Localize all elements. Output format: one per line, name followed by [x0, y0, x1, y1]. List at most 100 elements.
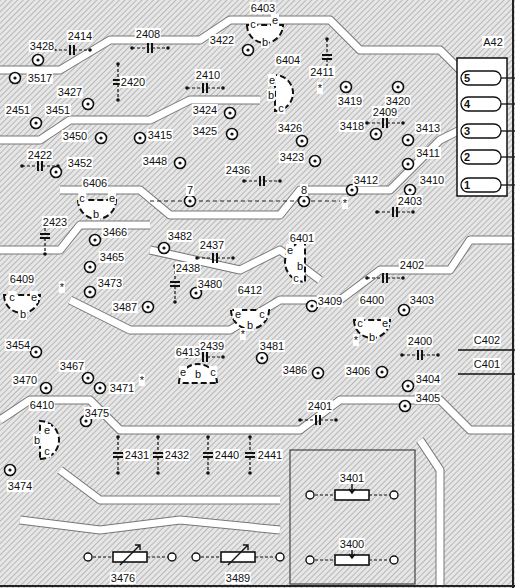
pin-letter: b [92, 208, 100, 220]
pin-letter: e [179, 366, 187, 378]
trace [0, 20, 460, 70]
pin-number: 1 [463, 179, 471, 191]
solder-pad [83, 99, 94, 110]
callout-number: 2409 [372, 106, 398, 118]
callout-number: 3487 [112, 301, 138, 313]
solder-pad [143, 302, 154, 313]
pin-letter: e [271, 14, 279, 26]
callout-number: 2438 [175, 262, 201, 274]
signal-name: C402 [473, 334, 501, 346]
callout-number: 3425 [192, 125, 218, 137]
polarity-mark: * [342, 197, 348, 209]
transistor-outline [40, 421, 59, 459]
capacitor-symbol [113, 435, 123, 475]
solder-pad [85, 262, 96, 273]
pin-letter: c [43, 445, 51, 457]
callout-number: 3410 [419, 174, 445, 186]
capacitor-symbol [130, 43, 170, 53]
callout-number: 3470 [12, 374, 38, 386]
callout-number: 2414 [67, 30, 93, 42]
trace [0, 225, 150, 250]
solder-pad [313, 368, 324, 379]
callout-number: 3404 [415, 373, 441, 385]
pin-letter: e [43, 424, 51, 436]
solder-pad [10, 73, 21, 84]
pin-letter: c [292, 272, 300, 284]
trace-outline [0, 225, 150, 250]
solder-pad [96, 133, 107, 144]
callout-number: 3415 [147, 129, 173, 141]
trace-outline [0, 100, 260, 140]
callout-number: 3426 [277, 122, 303, 134]
callout-number: 6412 [237, 284, 263, 296]
callout-number: 2410 [195, 69, 221, 81]
callout-number: 2451 [5, 104, 31, 116]
capacitor-symbol [400, 350, 440, 360]
trace [60, 470, 280, 500]
pin-number: 2 [463, 151, 471, 163]
callout-number: 3448 [142, 155, 168, 167]
solder-pad [405, 185, 416, 196]
trace-outline [60, 470, 280, 500]
solder-pad [297, 136, 308, 147]
potentiometer-symbol [84, 545, 176, 565]
potentiometer-symbol [306, 482, 398, 500]
callout-number: 2436 [225, 164, 251, 176]
capacitor-symbol [375, 207, 415, 217]
callout-number: 6400 [359, 294, 385, 306]
capacitor-symbol [52, 45, 92, 55]
callout-number: 3486 [282, 364, 308, 376]
trace [420, 440, 440, 586]
trace [20, 520, 280, 530]
callout-number: 2441 [257, 449, 283, 461]
callout-number: 3413 [415, 122, 441, 134]
solder-pad [347, 185, 358, 196]
solder-pad [175, 158, 186, 169]
pin-letter: c [78, 192, 86, 204]
solder-pad [225, 108, 236, 119]
pin-letter: c [258, 308, 266, 320]
signal-name: C401 [473, 358, 501, 370]
board-edge [512, 0, 514, 588]
callout-number: 2440 [214, 449, 240, 461]
connector-name: A42 [482, 36, 504, 48]
connector-pin [461, 71, 501, 85]
callout-number: 6403 [250, 2, 276, 14]
callout-number: 3409 [317, 295, 343, 307]
callout-number: 2411 [309, 66, 335, 78]
pin-letter: c [277, 102, 285, 114]
pin-letter: e [108, 192, 116, 204]
solder-pad [95, 383, 106, 394]
solder-pad [257, 353, 268, 364]
callout-number: 3475 [84, 407, 110, 419]
pin-letter: c [356, 317, 364, 329]
connector-pin [461, 150, 501, 164]
callout-number: 3451 [45, 104, 71, 116]
solder-pad [399, 305, 410, 316]
callout-number: 3412 [353, 174, 379, 186]
capacitor-symbol [298, 415, 338, 425]
pin-letter: c [8, 291, 16, 303]
pin-letter: e [234, 308, 242, 320]
capacitor-symbol [153, 435, 163, 475]
solder-pad [51, 167, 62, 178]
solder-pad [403, 381, 414, 392]
callout-number: 2432 [164, 449, 190, 461]
callout-number: 6410 [29, 399, 55, 411]
signal-lead [458, 349, 515, 351]
pin-letter: b [261, 36, 269, 48]
callout-number: 3454 [5, 339, 31, 351]
callout-number: 6406 [82, 177, 108, 189]
pin-number: 7 [186, 184, 194, 196]
callout-number: 3450 [62, 130, 88, 142]
callout-number: 2437 [199, 239, 225, 251]
callout-number: 2420 [120, 76, 146, 88]
transistor-outline [179, 364, 217, 383]
trace [0, 100, 260, 140]
callout-number: 6401 [289, 232, 315, 244]
capacitor-symbol [203, 435, 213, 475]
trace-outline [420, 440, 440, 586]
callout-number: 3476 [110, 572, 136, 584]
wire-link [150, 200, 340, 201]
callout-number: 6409 [9, 273, 35, 285]
